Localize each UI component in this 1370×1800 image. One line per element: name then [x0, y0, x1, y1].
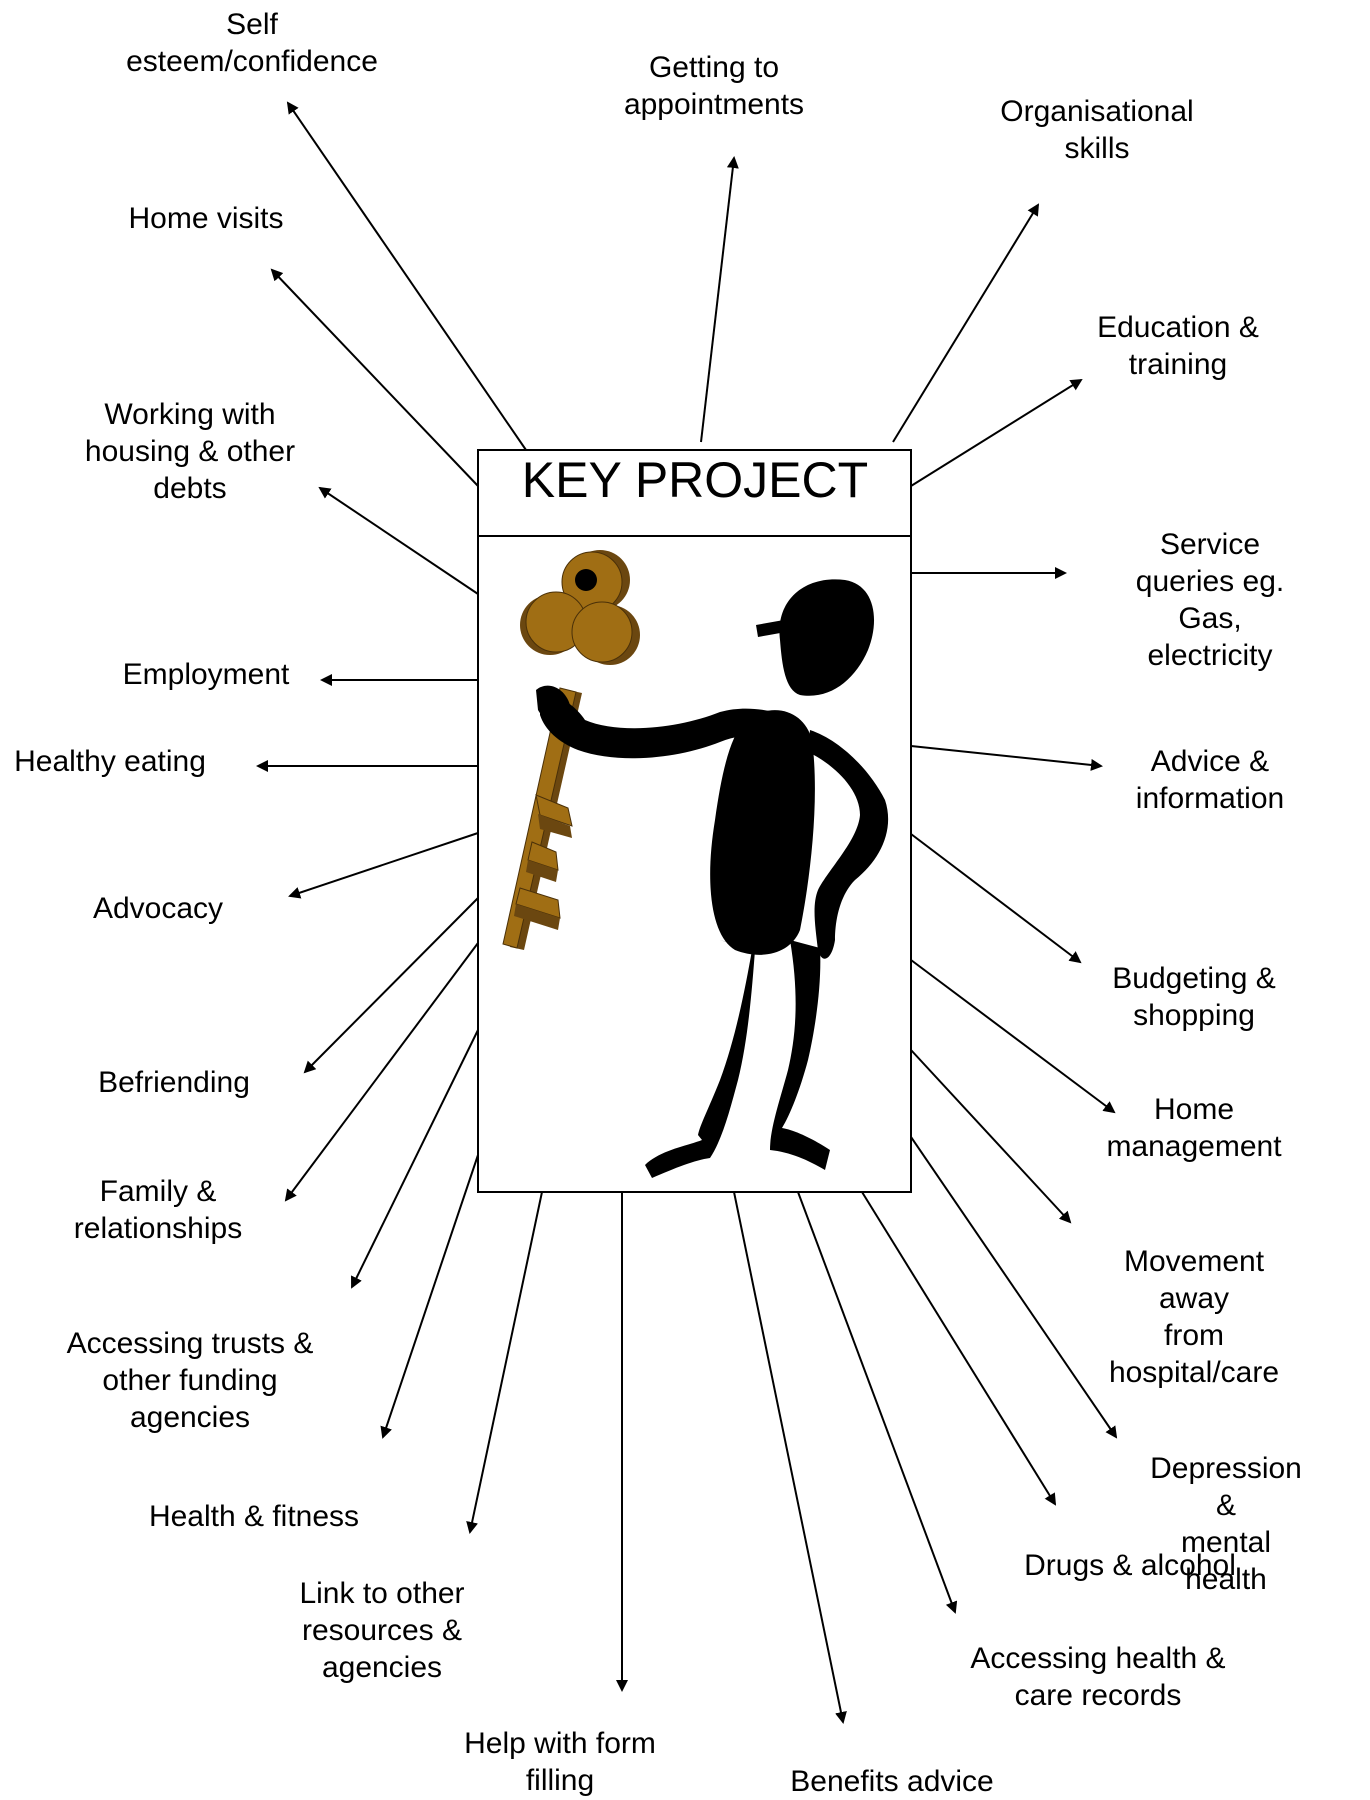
label-advocacy: Advocacy	[92, 892, 224, 925]
arrow-accessing-trusts	[351, 1029, 479, 1289]
arrow-working-with-housing	[318, 486, 479, 595]
label-home-management: Home management	[1106, 1093, 1282, 1163]
label-family-relationships: Family & relationships	[73, 1175, 243, 1245]
label-movement-away: Movement away from hospital/care	[1108, 1245, 1280, 1389]
label-healthy-eating: Healthy eating	[14, 745, 206, 778]
arrow-accessing-health-records	[797, 1191, 958, 1614]
label-organisational-skills: Organisational skills	[1000, 95, 1194, 165]
arrow-advice-information	[910, 745, 1103, 771]
label-accessing-health-records: Accessing health & care records	[970, 1642, 1226, 1712]
label-budgeting-shopping: Budgeting & shopping	[1112, 962, 1276, 1032]
label-education-training: Education & training	[1097, 311, 1259, 381]
label-employment: Employment	[122, 658, 290, 691]
key-icon	[502, 550, 640, 950]
arrow-depression-mental-health	[910, 1136, 1118, 1439]
label-home-visits: Home visits	[128, 202, 284, 235]
label-advice-information: Advice & information	[1135, 745, 1285, 815]
person-silhouette-icon	[536, 579, 889, 1178]
label-depression-mental-health: Depression & mental health	[1150, 1452, 1302, 1596]
arrow-family-relationships	[284, 942, 479, 1202]
arrow-education-training	[910, 378, 1083, 487]
label-befriending: Befriending	[98, 1066, 250, 1099]
label-benefits-advice: Benefits advice	[790, 1765, 994, 1798]
arrow-getting-to-appointments	[700, 156, 739, 443]
label-accessing-trusts: Accessing trusts & other funding agencie…	[66, 1327, 314, 1434]
arrow-budgeting-shopping	[910, 833, 1082, 964]
label-working-with-housing: Working with housing & other debts	[84, 398, 296, 505]
arrow-link-to-other-resources	[466, 1191, 543, 1534]
label-help-with-form-filling: Help with form filling	[464, 1727, 656, 1797]
arrow-health-fitness	[380, 1154, 479, 1439]
arrow-drugs-alcohol	[861, 1191, 1057, 1506]
arrow-advocacy	[288, 832, 479, 899]
label-drugs-alcohol: Drugs & alcohol	[1024, 1549, 1236, 1582]
label-link-to-other-resources: Link to other resources & agencies	[299, 1577, 465, 1684]
arrow-benefits-advice	[733, 1191, 847, 1724]
label-self-esteem: Self esteem/confidence	[126, 8, 378, 78]
center-title: KEY PROJECT	[521, 452, 869, 508]
arrows-group	[256, 101, 1118, 1724]
label-getting-to-appointments: Getting to appointments	[623, 51, 805, 121]
label-service-queries: Service queries eg. Gas, electricity	[1135, 528, 1285, 672]
arrow-organisational-skills	[892, 203, 1040, 443]
label-health-fitness: Health & fitness	[148, 1500, 360, 1533]
arrow-home-visits	[270, 268, 479, 487]
arrow-befriending	[303, 897, 479, 1074]
arrow-movement-away	[910, 1049, 1072, 1224]
arrow-self-esteem	[286, 101, 527, 451]
arrow-home-management	[910, 959, 1116, 1114]
